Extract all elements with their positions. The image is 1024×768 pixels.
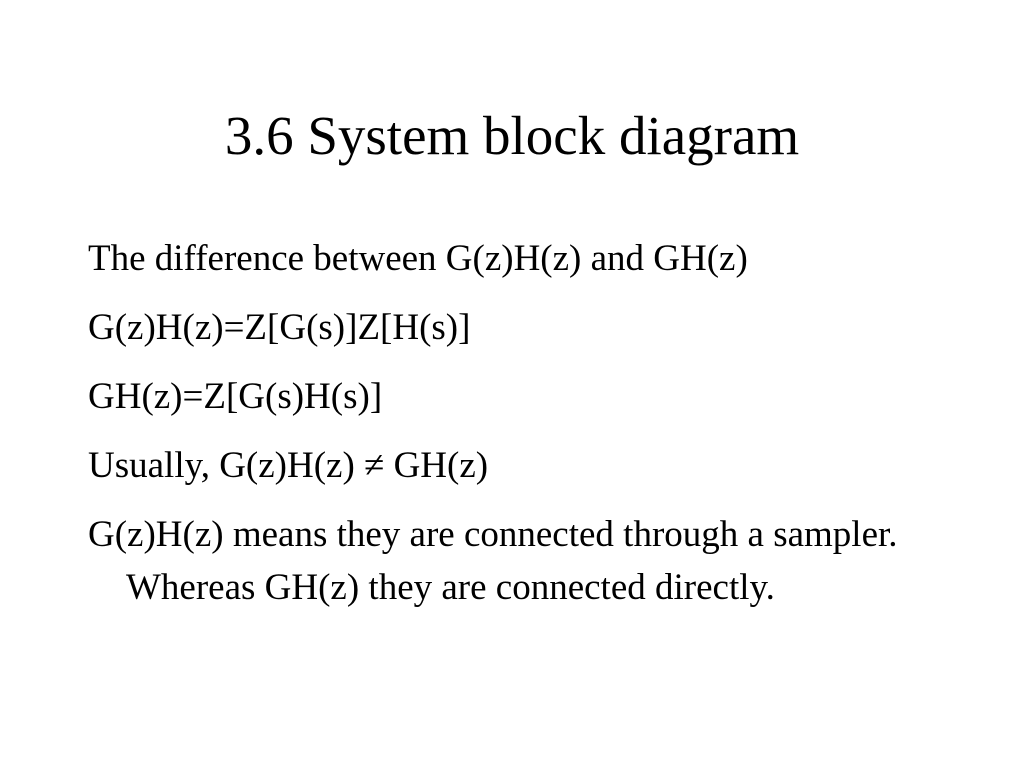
bullet-item: G(z)H(z)=Z[G(s)]Z[H(s)] bbox=[88, 307, 471, 348]
bullet-item: Usually, G(z)H(z) ≠ GH(z) bbox=[88, 445, 489, 486]
slide-title: 3.6 System block diagram bbox=[224, 105, 800, 166]
bullet-item: The difference between G(z)H(z) and GH(z… bbox=[88, 238, 748, 279]
bullet-item: GH(z)=Z[G(s)H(s)] bbox=[88, 376, 383, 417]
bullet-list: The difference between G(z)H(z) and GH(z… bbox=[88, 232, 948, 630]
bullet-item: G(z)H(z) means they are connected throug… bbox=[88, 514, 898, 608]
